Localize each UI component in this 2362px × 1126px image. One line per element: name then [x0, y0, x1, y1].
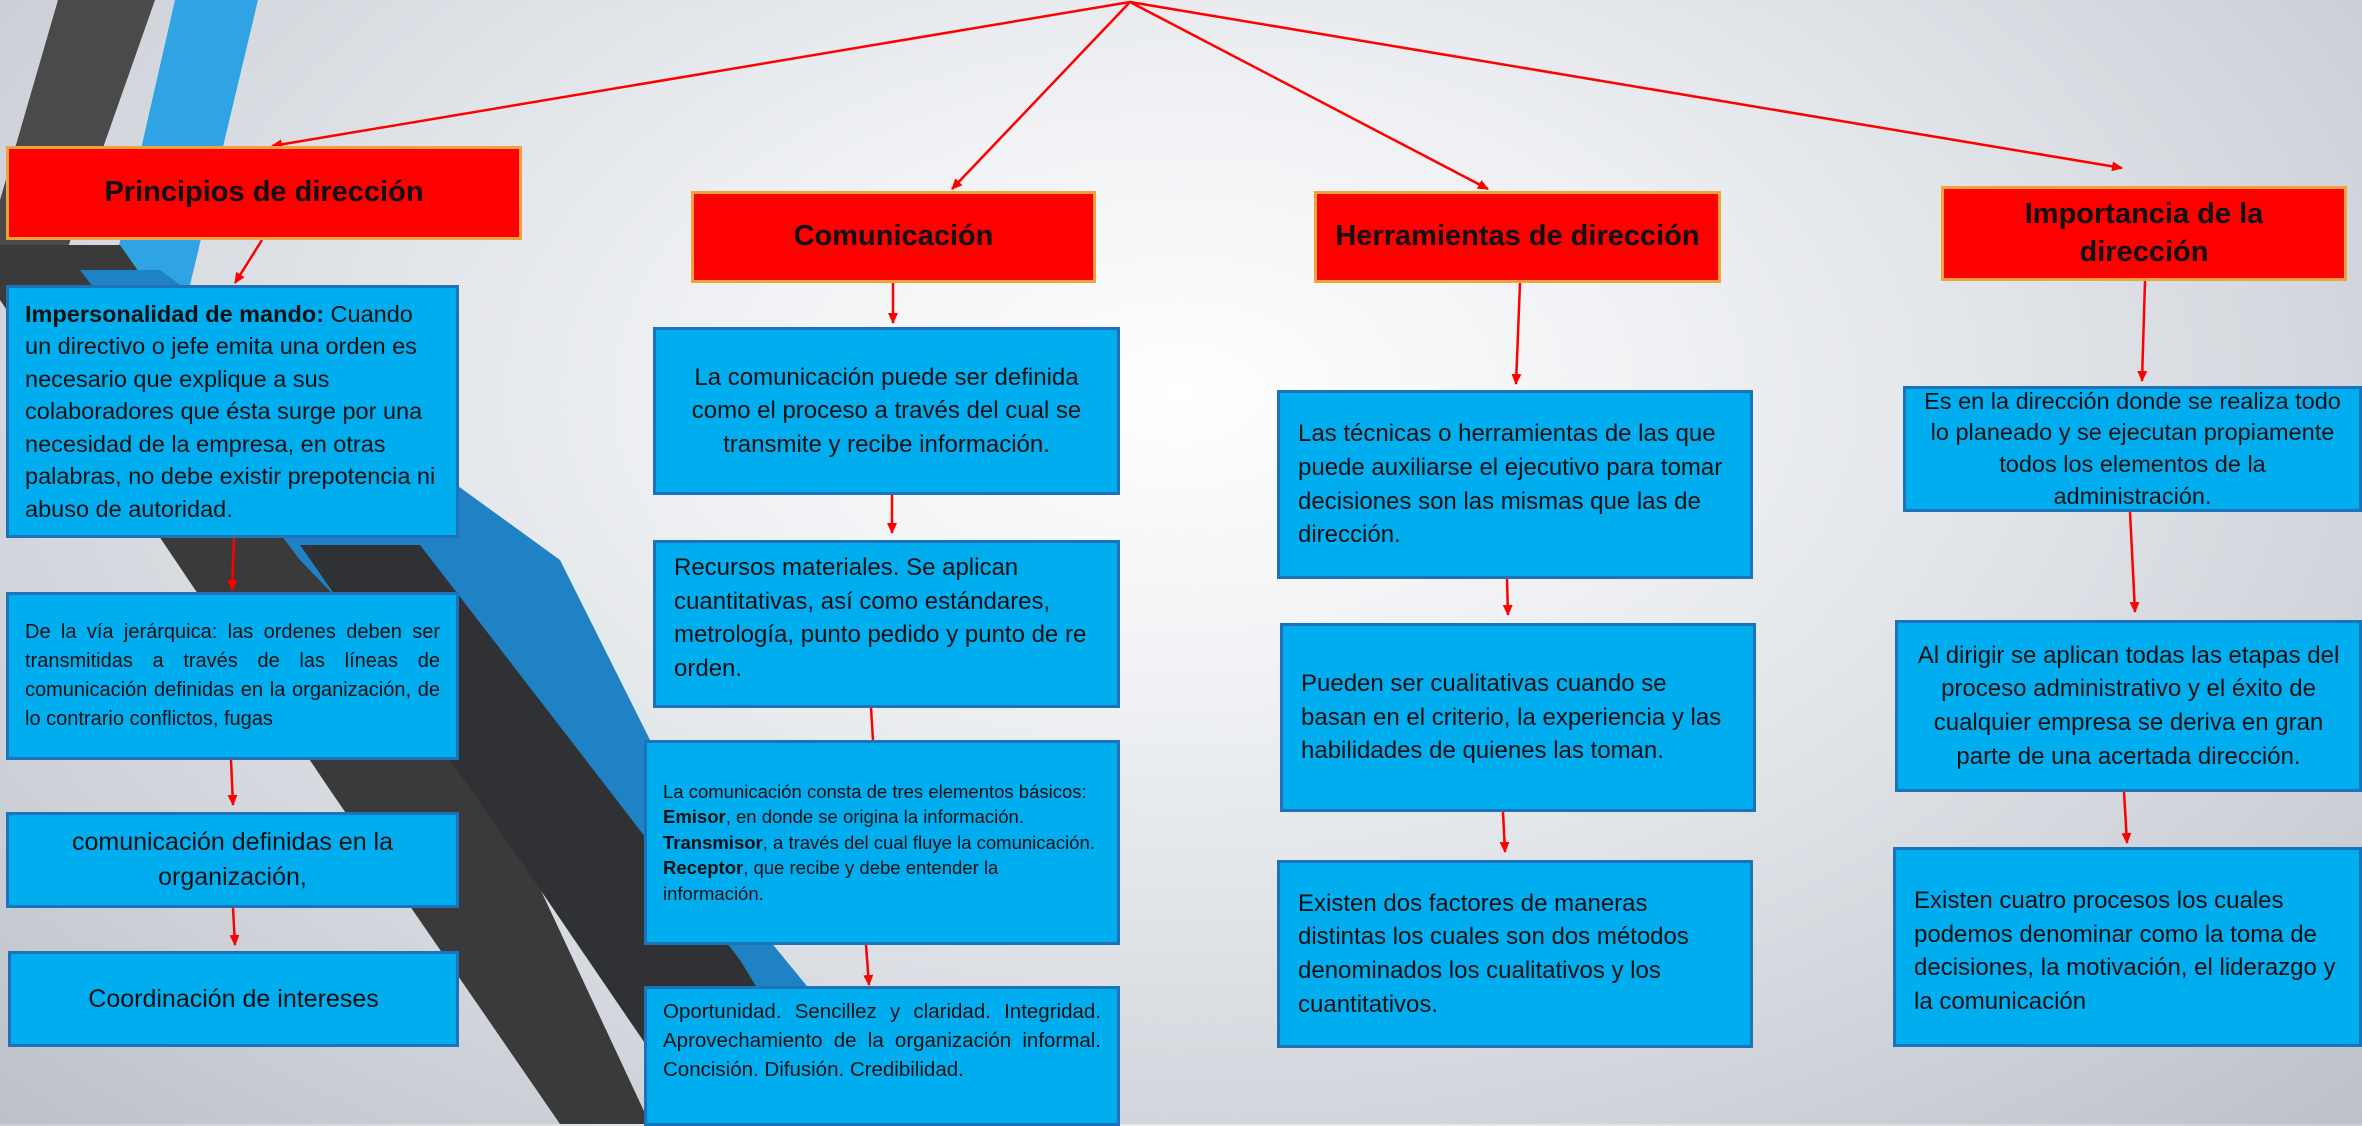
- impersonalidad-label: Impersonalidad de mando:: [25, 301, 325, 328]
- herramientas-title: Herramientas de dirección: [1314, 191, 1721, 283]
- recursos-materiales-box: Recursos materiales. Se aplican cuantita…: [653, 540, 1120, 708]
- importancia-title-text: Importancia de la dirección: [2024, 197, 2264, 268]
- principios-comunicacion-box: Oportunidad. Sencillez y claridad. Integ…: [644, 986, 1120, 1126]
- cuatro-procesos-box: Existen cuatro procesos los cuales podem…: [1893, 847, 2362, 1047]
- elemento-emisor: Emisor, en donde se origina la informaci…: [663, 806, 1024, 828]
- impersonalidad-text: Cuando un directivo o jefe emita una ord…: [25, 301, 436, 522]
- comunicacion-definicion-text: La comunicación puede ser definida como …: [691, 363, 1082, 458]
- realiza-planeado-box: Es en la dirección donde se realiza todo…: [1903, 386, 2362, 512]
- elementos-basicos-box: La comunicación consta de tres elementos…: [644, 740, 1120, 945]
- tecnicas-box: Las técnicas o herramientas de las que p…: [1277, 390, 1753, 579]
- comunicacion-title: Comunicación: [691, 191, 1096, 283]
- tecnicas-text: Las técnicas o herramientas de las que p…: [1298, 420, 1723, 549]
- comunicacion-definidas-text: comunicación definidas en la organizació…: [71, 828, 394, 891]
- recursos-materiales-text: Recursos materiales. Se aplican cuantita…: [674, 554, 1087, 682]
- etapas-proceso-box: Al dirigir se aplican todas las etapas d…: [1895, 620, 2362, 792]
- via-jerarquica-box: De la vía jerárquica: las ordenes deben …: [6, 592, 459, 760]
- elementos-intro: La comunicación consta de tres elementos…: [663, 780, 1087, 802]
- principios-title: Principios de dirección: [6, 146, 522, 240]
- principios-title-text: Principios de dirección: [104, 176, 424, 209]
- elemento-transmisor: Transmisor, a través del cual fluye la c…: [663, 831, 1095, 853]
- realiza-planeado-text: Es en la dirección donde se realiza todo…: [1924, 387, 2341, 509]
- factores-text: Existen dos factores de maneras distinta…: [1298, 889, 1689, 1018]
- principios-comunicacion-text: Oportunidad. Sencillez y claridad. Integ…: [663, 1000, 1101, 1082]
- cuatro-procesos-text: Existen cuatro procesos los cuales podem…: [1914, 887, 2336, 1015]
- comunicacion-definidas-box: comunicación definidas en la organizació…: [6, 812, 459, 908]
- cualitativas-box: Pueden ser cualitativas cuando se basan …: [1280, 623, 1756, 812]
- importancia-title: Importancia de la dirección: [1941, 186, 2347, 281]
- comunicacion-definicion-box: La comunicación puede ser definida como …: [653, 327, 1120, 495]
- coordinacion-text: Coordinación de intereses: [88, 984, 379, 1013]
- comunicacion-title-text: Comunicación: [793, 220, 994, 253]
- cualitativas-text: Pueden ser cualitativas cuando se basan …: [1301, 670, 1722, 765]
- elemento-receptor: Receptor, que recibe y debe entender la …: [663, 857, 999, 904]
- coordinacion-box: Coordinación de intereses: [8, 951, 459, 1047]
- factores-box: Existen dos factores de maneras distinta…: [1277, 860, 1753, 1048]
- via-jerarquica-text: De la vía jerárquica: las ordenes deben …: [25, 621, 440, 730]
- impersonalidad-box: Impersonalidad de mando: Cuando un direc…: [6, 285, 459, 538]
- etapas-proceso-text: Al dirigir se aplican todas las etapas d…: [1917, 641, 2340, 770]
- herramientas-title-text: Herramientas de dirección: [1335, 220, 1700, 253]
